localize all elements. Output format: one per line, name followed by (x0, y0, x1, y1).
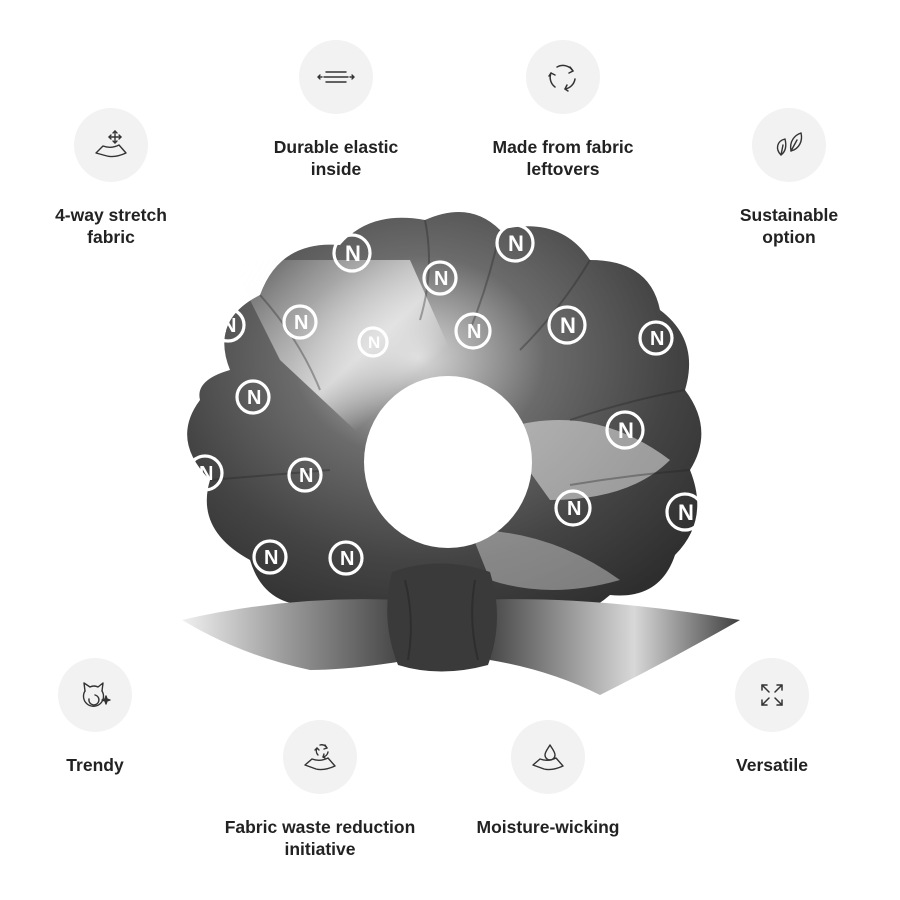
feature-durable-elastic: Durable elastic inside (226, 40, 446, 180)
water-drop-fabric-icon (511, 720, 585, 794)
recycle-arrows-icon (526, 40, 600, 114)
scrunchie-product-image: N N N N N N N N N N N N N N N N N (182, 212, 740, 695)
scrunchie-bow (182, 563, 740, 695)
feature-label: Made from fabric leftovers (492, 137, 634, 179)
fabric-recycle-icon (283, 720, 357, 794)
feature-label: Durable elastic inside (273, 137, 399, 179)
scrunchie-ring: N N N N N N N N N N N N N N N N N (186, 212, 705, 628)
stretch-fabric-icon (74, 108, 148, 182)
leaves-icon (752, 108, 826, 182)
svg-text:N: N (222, 315, 236, 337)
feature-label: Versatile (736, 755, 808, 775)
feature-label: Moisture-wicking (476, 817, 620, 837)
svg-text:N: N (345, 241, 361, 266)
svg-text:N: N (247, 387, 261, 409)
svg-text:N: N (678, 500, 694, 525)
svg-text:N: N (467, 321, 481, 343)
feature-4-way-stretch: 4-way stretch fabric (1, 108, 221, 248)
feature-moisture-wicking: Moisture-wicking (438, 720, 658, 838)
feature-trendy: Trendy (0, 658, 205, 776)
feature-versatile: Versatile (662, 658, 882, 776)
svg-text:N: N (650, 328, 664, 350)
feature-label: Sustainable option (739, 205, 839, 247)
expand-arrows-icon (735, 658, 809, 732)
svg-text:N: N (560, 313, 576, 338)
svg-text:N: N (508, 231, 524, 256)
svg-text:N: N (618, 418, 634, 443)
svg-text:N: N (567, 498, 581, 520)
feature-sustainable: Sustainable option (679, 108, 899, 248)
elastic-band-icon (299, 40, 373, 114)
feature-fabric-leftovers: Made from fabric leftovers (453, 40, 673, 180)
svg-text:N: N (299, 465, 313, 487)
svg-text:N: N (199, 463, 213, 485)
feature-label: Trendy (66, 755, 124, 775)
svg-text:N: N (368, 333, 380, 352)
svg-text:N: N (340, 548, 354, 570)
svg-text:N: N (294, 312, 308, 334)
feature-fabric-waste-reduction: Fabric waste reduction initiative (210, 720, 430, 860)
svg-text:N: N (434, 268, 448, 290)
feature-label: 4-way stretch fabric (55, 205, 167, 247)
cat-sparkle-icon (58, 658, 132, 732)
svg-text:N: N (264, 547, 278, 569)
feature-label: Fabric waste reduction initiative (224, 817, 416, 859)
